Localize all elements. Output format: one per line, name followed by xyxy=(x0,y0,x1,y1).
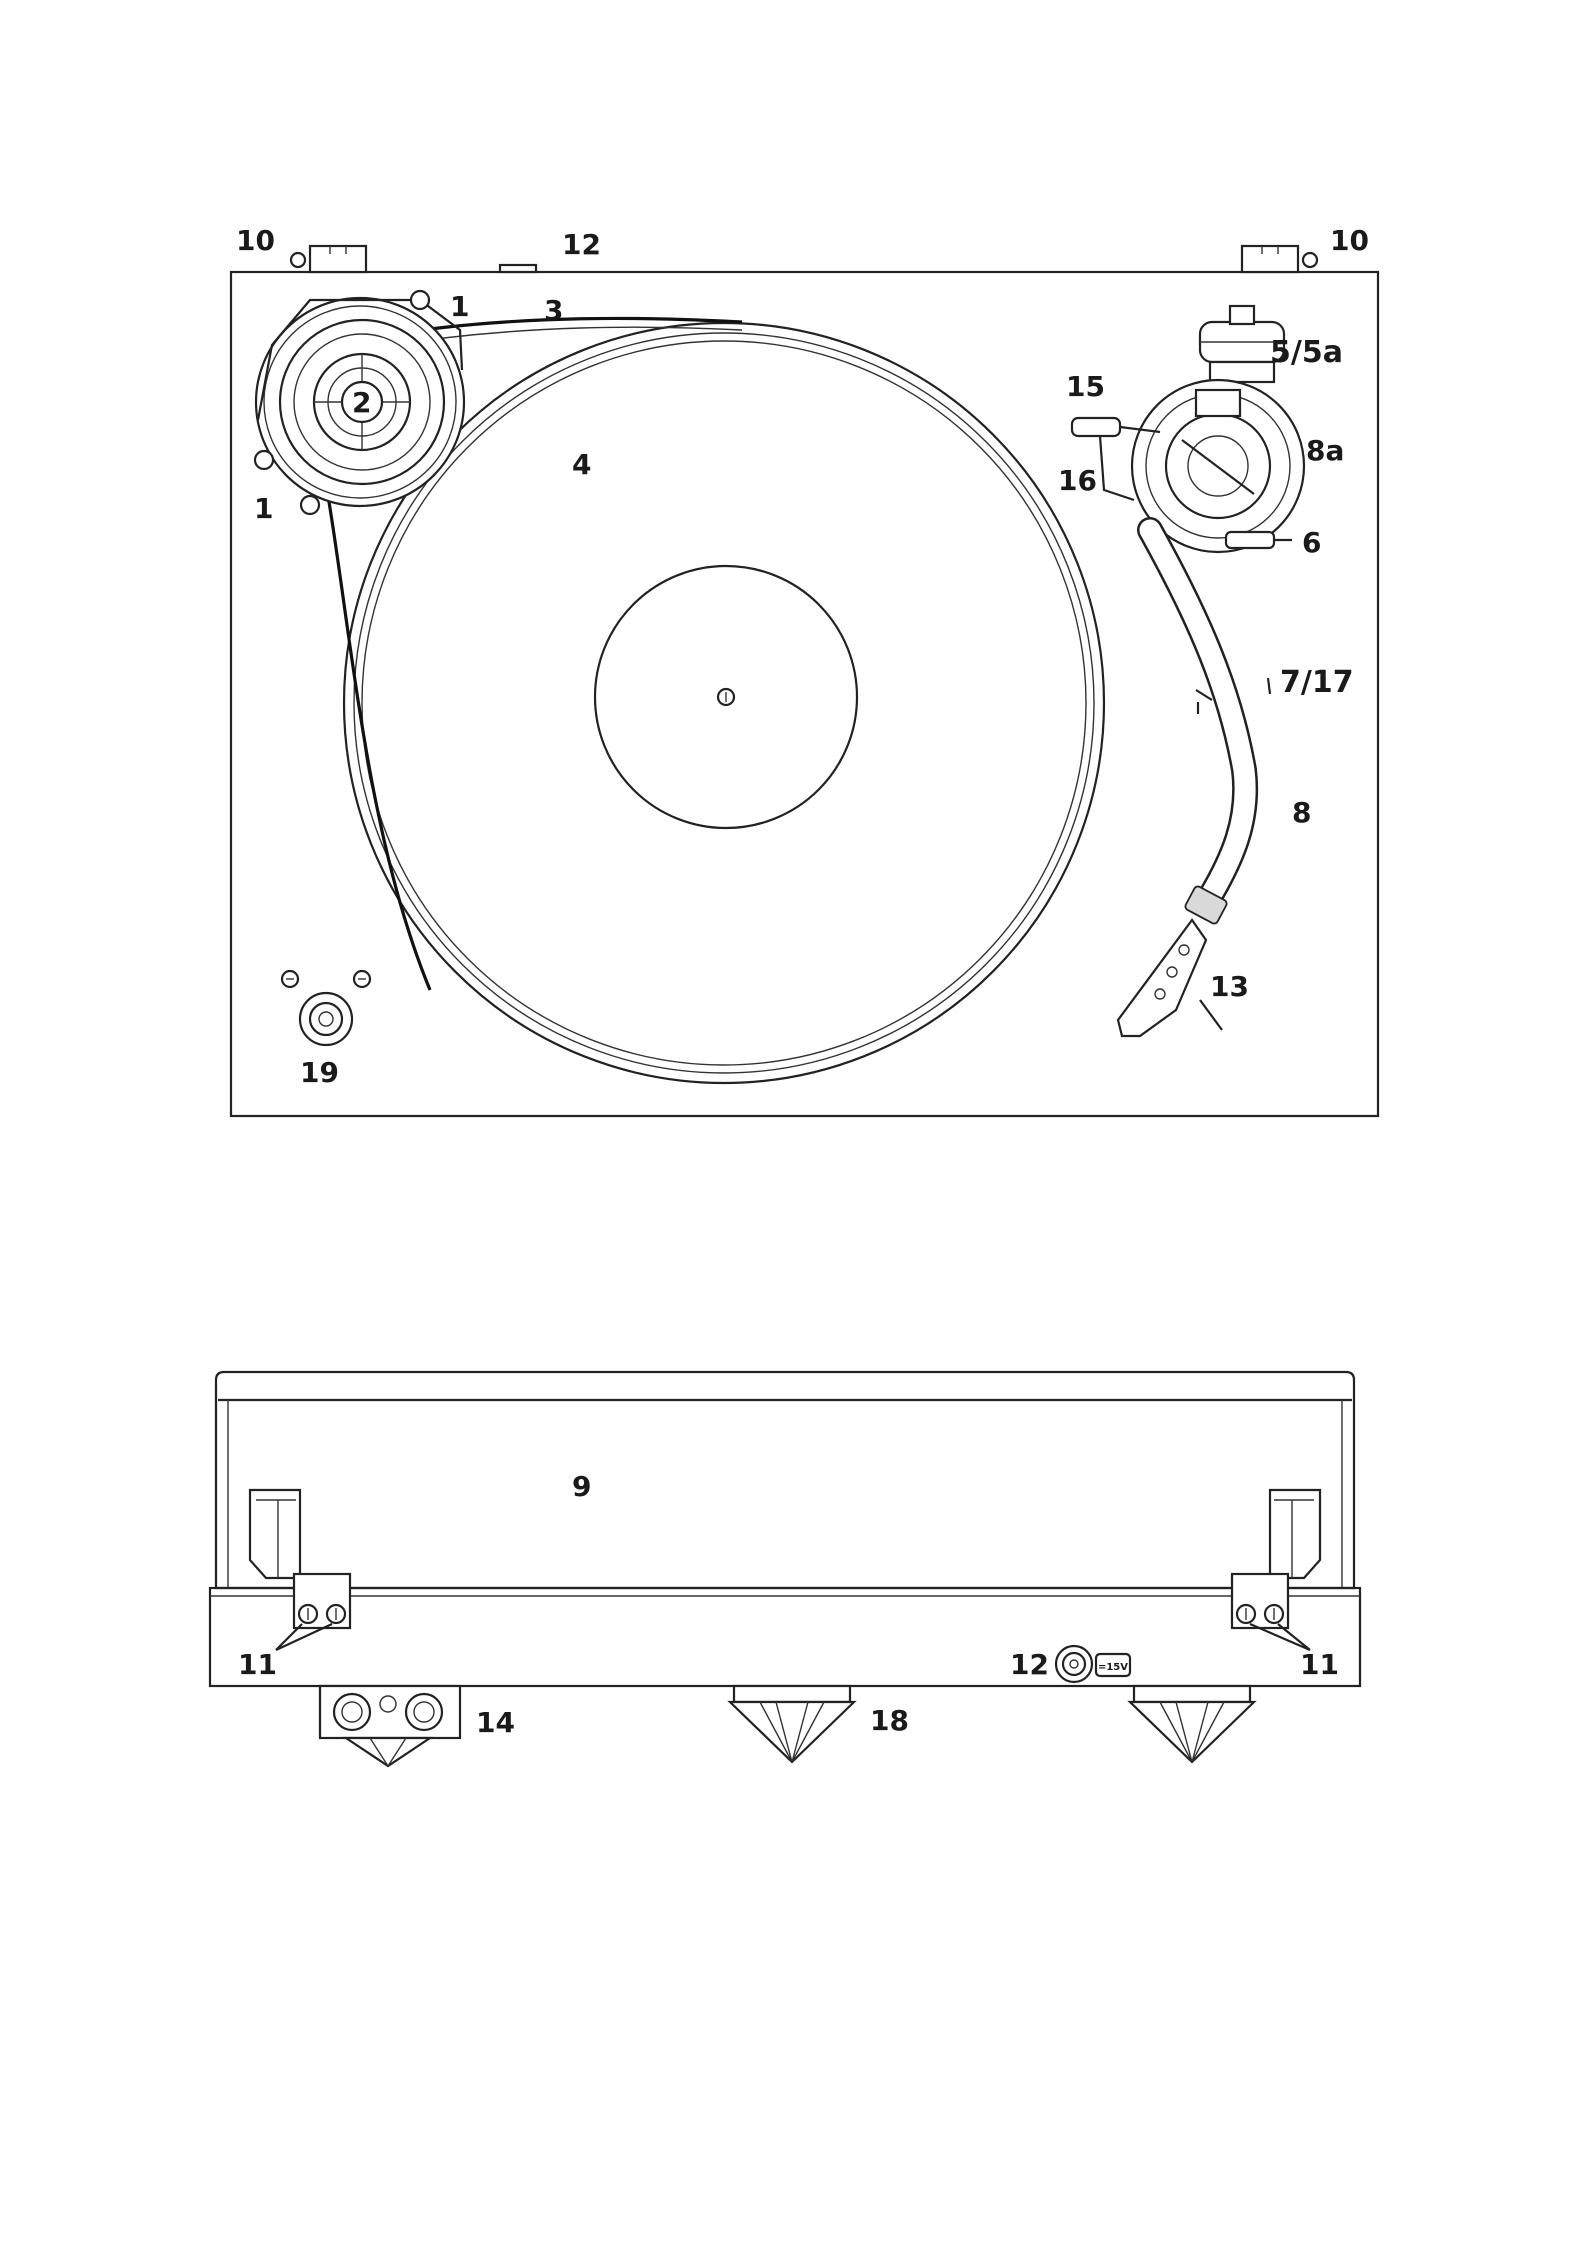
hinge-right xyxy=(1242,246,1317,272)
dust-cover xyxy=(216,1372,1354,1588)
callout-hinge-right: 10 xyxy=(1330,224,1369,257)
foot-right xyxy=(1130,1686,1254,1762)
callout-power-socket: 12 xyxy=(562,228,601,261)
callout-platter: 4 xyxy=(572,448,591,481)
rca-outputs xyxy=(320,1686,460,1738)
rear-view: =15V xyxy=(210,1372,1360,1766)
callout-arm-rest: 7/17 xyxy=(1280,665,1354,700)
callout-arm-lift: 6 xyxy=(1302,526,1321,559)
arm-lift xyxy=(1226,532,1292,548)
power-socket-top xyxy=(500,265,536,272)
callout-tonearm: 8 xyxy=(1292,796,1311,829)
callout-hinge-screws-right: 11 xyxy=(1300,1648,1339,1681)
callout-pulley: 2 xyxy=(352,386,371,419)
callout-rca-outputs: 14 xyxy=(476,1706,515,1739)
callout-belt: 3 xyxy=(544,294,563,327)
callout-dust-cover: 9 xyxy=(572,1470,591,1503)
foot-left xyxy=(346,1738,430,1766)
callout-power-input: 12 xyxy=(1010,1648,1049,1681)
hinge-screws-right xyxy=(1232,1574,1288,1628)
plinth-rear xyxy=(210,1588,1360,1686)
hinge-left xyxy=(291,246,366,272)
callout-hinge-left: 10 xyxy=(236,224,275,257)
callout-counterweight: 5/5a xyxy=(1270,335,1343,370)
callout-hinge-screws-left: 11 xyxy=(238,1648,277,1681)
callout-motor-screw-upper: 1 xyxy=(450,290,469,323)
top-view: 10 10 12 1 3 2 1 4 5/5a 15 8a 16 6 7/17 … xyxy=(231,224,1378,1116)
speed-knob xyxy=(282,971,370,1045)
foot-center xyxy=(730,1686,854,1762)
cover-hinge-left xyxy=(250,1490,300,1578)
callout-tonearm-base: 8a xyxy=(1306,434,1344,467)
callout-headshell: 13 xyxy=(1210,970,1249,1003)
callout-anti-skating: 15 xyxy=(1066,370,1105,403)
headshell xyxy=(1118,920,1222,1036)
callout-feet: 18 xyxy=(870,1704,909,1737)
cover-hinge-right xyxy=(1270,1490,1320,1578)
hinge-screws-left xyxy=(294,1574,350,1628)
callout-anti-skating-weight: 16 xyxy=(1058,464,1097,497)
power-input: =15V xyxy=(1056,1646,1130,1682)
power-tag-text: =15V xyxy=(1098,1662,1128,1673)
callout-motor-screw-lower: 1 xyxy=(254,492,273,525)
motor-screw-upper xyxy=(411,291,429,309)
callout-speed-knob: 19 xyxy=(300,1056,339,1089)
motor-screw-lower xyxy=(255,451,273,469)
tonearm-assembly xyxy=(1072,306,1304,1036)
